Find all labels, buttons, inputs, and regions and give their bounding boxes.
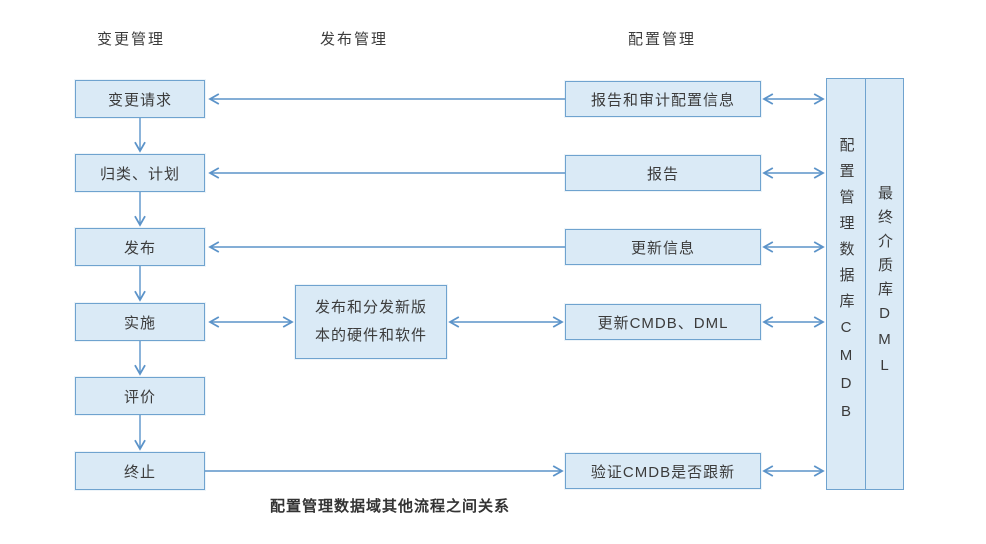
flow-box-release: 发布 [75, 228, 205, 266]
diagram-caption: 配置管理数据域其他流程之间关系 [269, 498, 510, 515]
flow-box-implement: 实施 [75, 303, 205, 341]
store-bar-dml: 最终介质库DML [865, 78, 904, 490]
flow-box-classify-plan: 归类、计划 [75, 154, 205, 192]
config-box-report-audit-info: 报告和审计配置信息 [565, 81, 761, 117]
flow-box-change-request: 变更请求 [75, 80, 205, 118]
flow-box-terminate: 终止 [75, 452, 205, 490]
column-header-config-management: 配置管理 [628, 31, 697, 48]
column-header-change-management: 变更管理 [97, 31, 166, 48]
flow-box-release-distribute: 发布和分发新版本的硬件和软件 [295, 285, 447, 359]
config-box-report: 报告 [565, 155, 761, 191]
store-bar-cmdb-label: 配置管理数据库CMDB [837, 137, 855, 431]
config-box-update-cmdb-dml: 更新CMDB、DML [565, 304, 761, 340]
store-bar-dml-label: 最终介质库DML [876, 185, 893, 383]
flow-box-evaluate: 评价 [75, 377, 205, 415]
column-header-release-management: 发布管理 [320, 31, 389, 48]
store-bar-cmdb: 配置管理数据库CMDB [826, 78, 866, 490]
config-box-update-info: 更新信息 [565, 229, 761, 265]
config-box-verify-cmdb: 验证CMDB是否跟新 [565, 453, 761, 489]
